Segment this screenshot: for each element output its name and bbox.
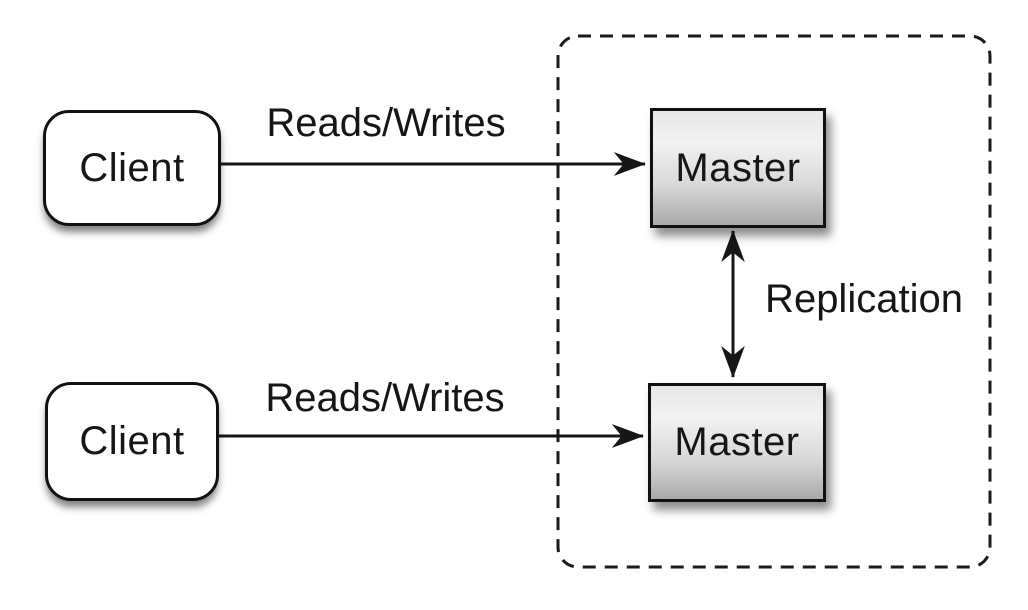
edge-label-reads-writes-top: Reads/Writes xyxy=(266,101,506,145)
node-client-bottom-label: Client xyxy=(79,419,185,463)
node-client-bottom: Client xyxy=(45,382,219,501)
node-client-top-label: Client xyxy=(79,145,185,190)
edge-label-replication: Replication xyxy=(765,277,963,321)
replication-boundary-dashed-box xyxy=(556,34,992,569)
node-master-bottom: Master xyxy=(648,383,826,502)
node-master-bottom-label: Master xyxy=(674,420,800,464)
node-master-top: Master xyxy=(650,108,826,228)
node-master-top-label: Master xyxy=(675,145,801,190)
node-client-top: Client xyxy=(43,110,221,226)
edge-label-reads-writes-bottom: Reads/Writes xyxy=(265,376,505,420)
